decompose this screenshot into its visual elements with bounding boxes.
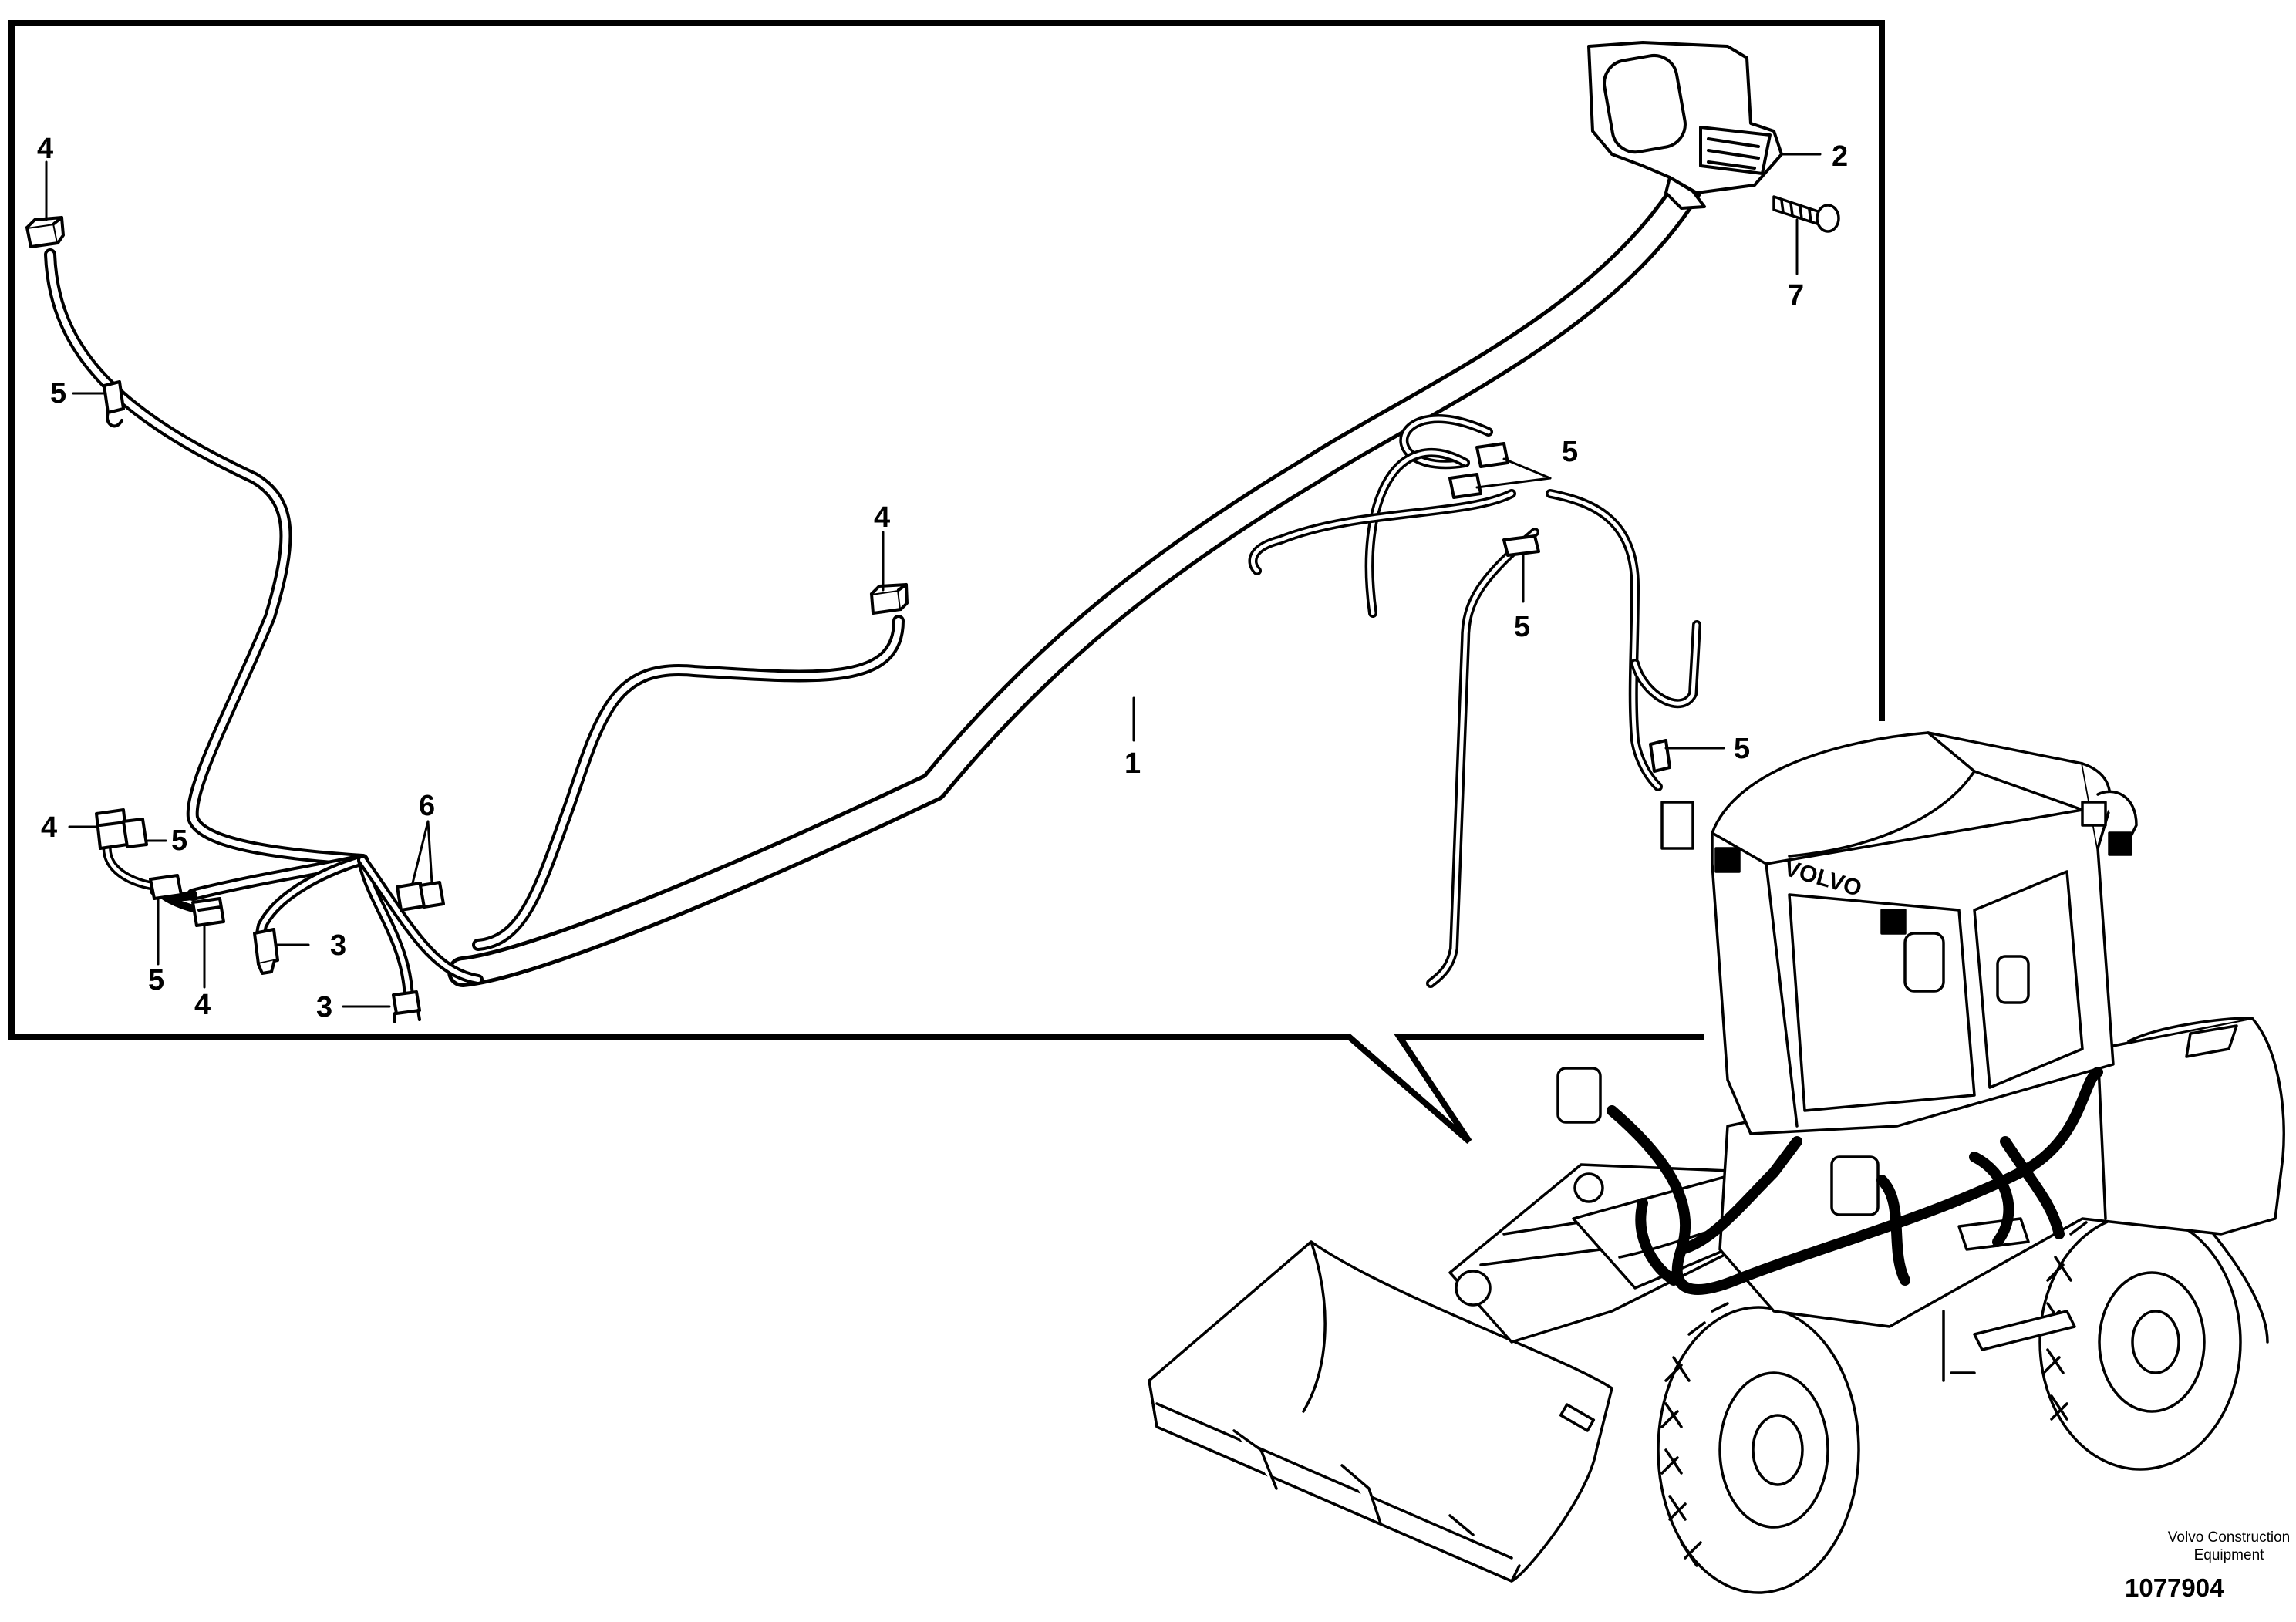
callout-2: 2 <box>1832 140 1848 173</box>
connector-3-upper <box>253 928 279 975</box>
callout-3-lower: 3 <box>316 991 332 1023</box>
branch-middle <box>472 615 905 951</box>
clip-5-right-c <box>1502 534 1540 557</box>
cab-lights <box>1556 801 2132 1216</box>
connector-4-lower-left-b <box>191 897 225 927</box>
callout-5-upper-left: 5 <box>50 377 66 410</box>
mounting-bracket <box>1587 41 1783 210</box>
manufacturer-credit: Volvo Construction Equipment <box>2082 1529 2296 1564</box>
document-number: 1077904 <box>2125 1573 2224 1602</box>
clip-5-right-b <box>1448 473 1482 499</box>
callout-4-lower: 4 <box>194 989 211 1021</box>
clip-5-right-a <box>1475 442 1509 468</box>
callout-5-right-b: 5 <box>1514 611 1530 643</box>
harness-detail <box>25 41 1840 1023</box>
branch-upper-left <box>44 248 369 866</box>
rear-wheel <box>2038 1213 2242 1471</box>
callout-1: 1 <box>1124 747 1141 780</box>
callout-6: 6 <box>419 790 435 822</box>
connector-6 <box>396 881 445 912</box>
credit-line-2: Equipment <box>2193 1547 2264 1563</box>
callout-4-centre: 4 <box>874 501 890 534</box>
clip-5-lower-left <box>122 818 183 900</box>
callout-labels: 2 7 4 5 4 5 5 5 1 6 4 5 3 5 4 3 <box>37 133 1848 1023</box>
callout-5-lower: 5 <box>148 964 164 996</box>
front-wheel <box>1657 1302 1860 1594</box>
callout-5-right-a: 5 <box>1562 436 1578 468</box>
clip-5-upper-left <box>103 380 125 428</box>
callout-5-right-c: 5 <box>1734 733 1750 765</box>
leader-lines <box>45 153 1822 1008</box>
main-harness <box>447 170 1704 987</box>
wheel-loader-overview: VOLVO <box>1148 731 2285 1594</box>
callout-7: 7 <box>1788 279 1804 312</box>
callout-4-lower-left: 4 <box>41 811 57 844</box>
connector-4-lower-left-a <box>95 808 129 850</box>
connector-4-centre <box>870 583 909 615</box>
machine-harness <box>1607 1067 2103 1295</box>
bucket <box>1148 1240 1613 1583</box>
bolt <box>1772 195 1840 233</box>
clip-5-right-d <box>1649 739 1671 773</box>
connector-3-lower <box>392 990 421 1023</box>
cab: VOLVO <box>1711 731 2138 1135</box>
branch-right-loops <box>1248 414 1701 988</box>
callout-4-upper-left: 4 <box>37 133 53 165</box>
credit-line-1: Volvo Construction <box>2167 1529 2291 1546</box>
callout-3-upper: 3 <box>330 929 346 962</box>
callout-5-lower-left: 5 <box>171 824 187 857</box>
detail-frame <box>8 20 1885 1145</box>
connector-4-upper-left <box>25 216 65 248</box>
